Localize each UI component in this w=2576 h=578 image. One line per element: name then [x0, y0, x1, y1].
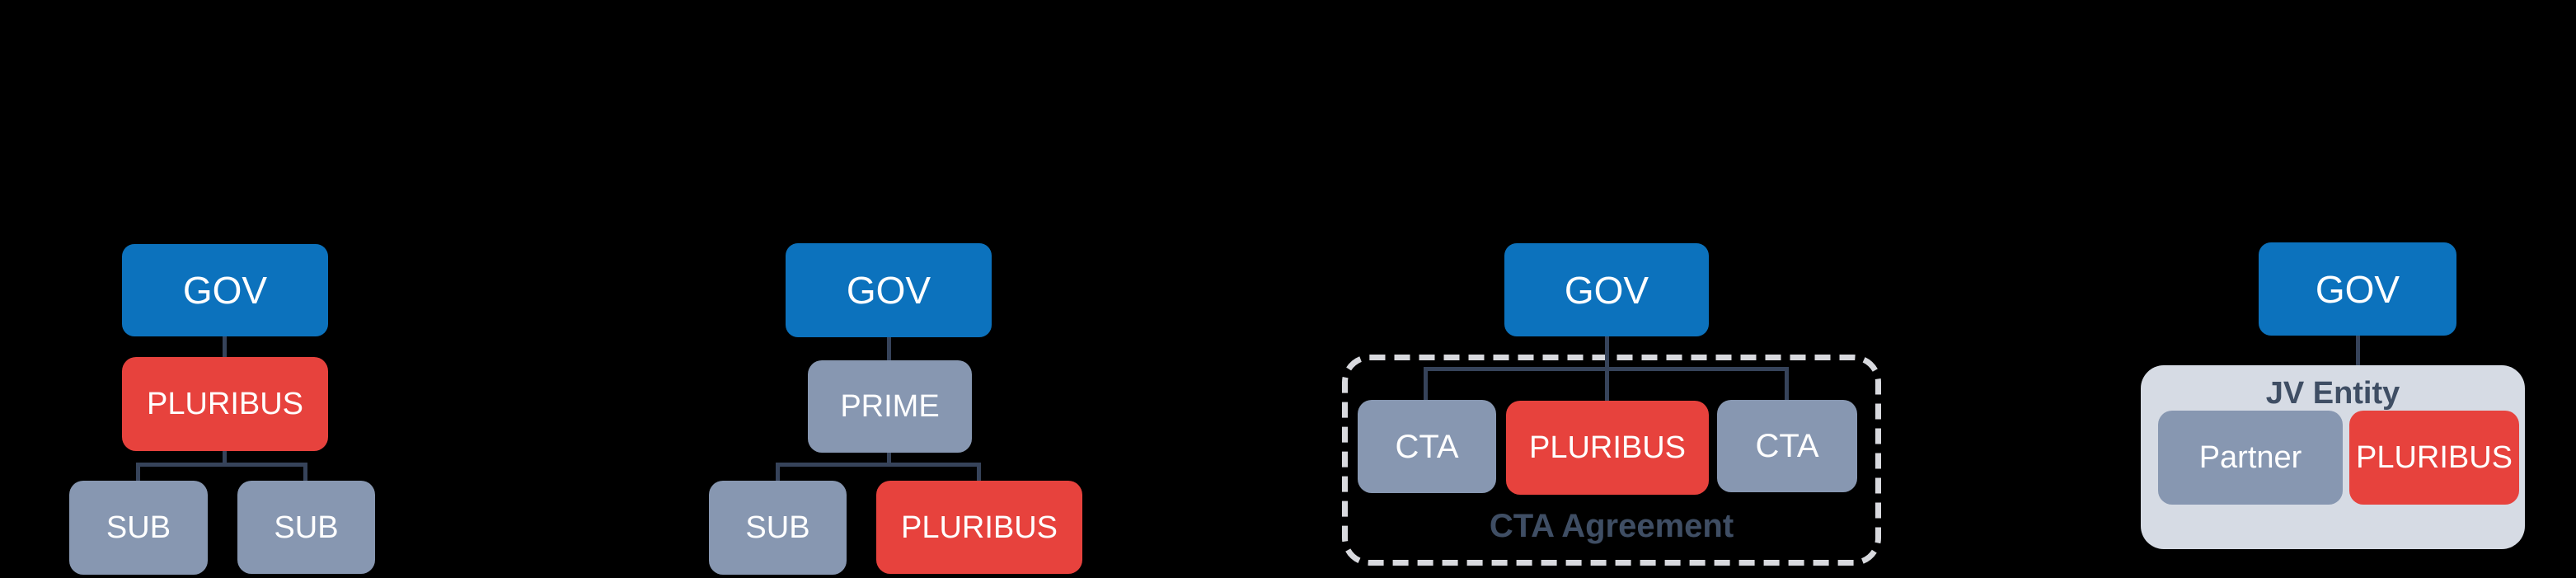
sub-box: SUB [69, 481, 208, 575]
sub-box: SUB [709, 481, 847, 575]
connector-line [1424, 367, 1428, 402]
sub-box: SUB [237, 481, 375, 574]
connector-line [136, 463, 307, 467]
connector-line [1785, 367, 1789, 402]
connector-line [776, 463, 981, 467]
connector-line [223, 451, 227, 464]
connector-line [887, 453, 891, 464]
gov-box: GOV [1504, 243, 1709, 336]
cta-box: CTA [1717, 400, 1857, 492]
pluribus-box: PLURIBUS [2349, 411, 2519, 505]
connector-line [977, 463, 981, 482]
cta-box: CTA [1358, 400, 1496, 493]
pluribus-box: PLURIBUS [1506, 401, 1709, 495]
pluribus-box: PLURIBUS [122, 357, 328, 451]
connector-line [2356, 336, 2360, 366]
pluribus-box: PLURIBUS [876, 481, 1082, 574]
cta-agreement-dashed-border [1342, 355, 1881, 566]
connector-line [776, 463, 780, 482]
jv-entity-label: JV Entity [2265, 376, 2400, 411]
cta-agreement-label: CTA Agreement [1489, 508, 1734, 544]
connector-line [303, 463, 307, 482]
connector-line [223, 336, 227, 359]
gov-box: GOV [2259, 242, 2456, 336]
connector-line [887, 337, 891, 362]
prime-box: PRIME [808, 360, 972, 453]
gov-box: GOV [122, 244, 328, 336]
connector-line [136, 463, 140, 482]
partner-box: Partner [2158, 411, 2343, 505]
gov-box: GOV [786, 243, 992, 337]
connector-line [1424, 367, 1789, 371]
